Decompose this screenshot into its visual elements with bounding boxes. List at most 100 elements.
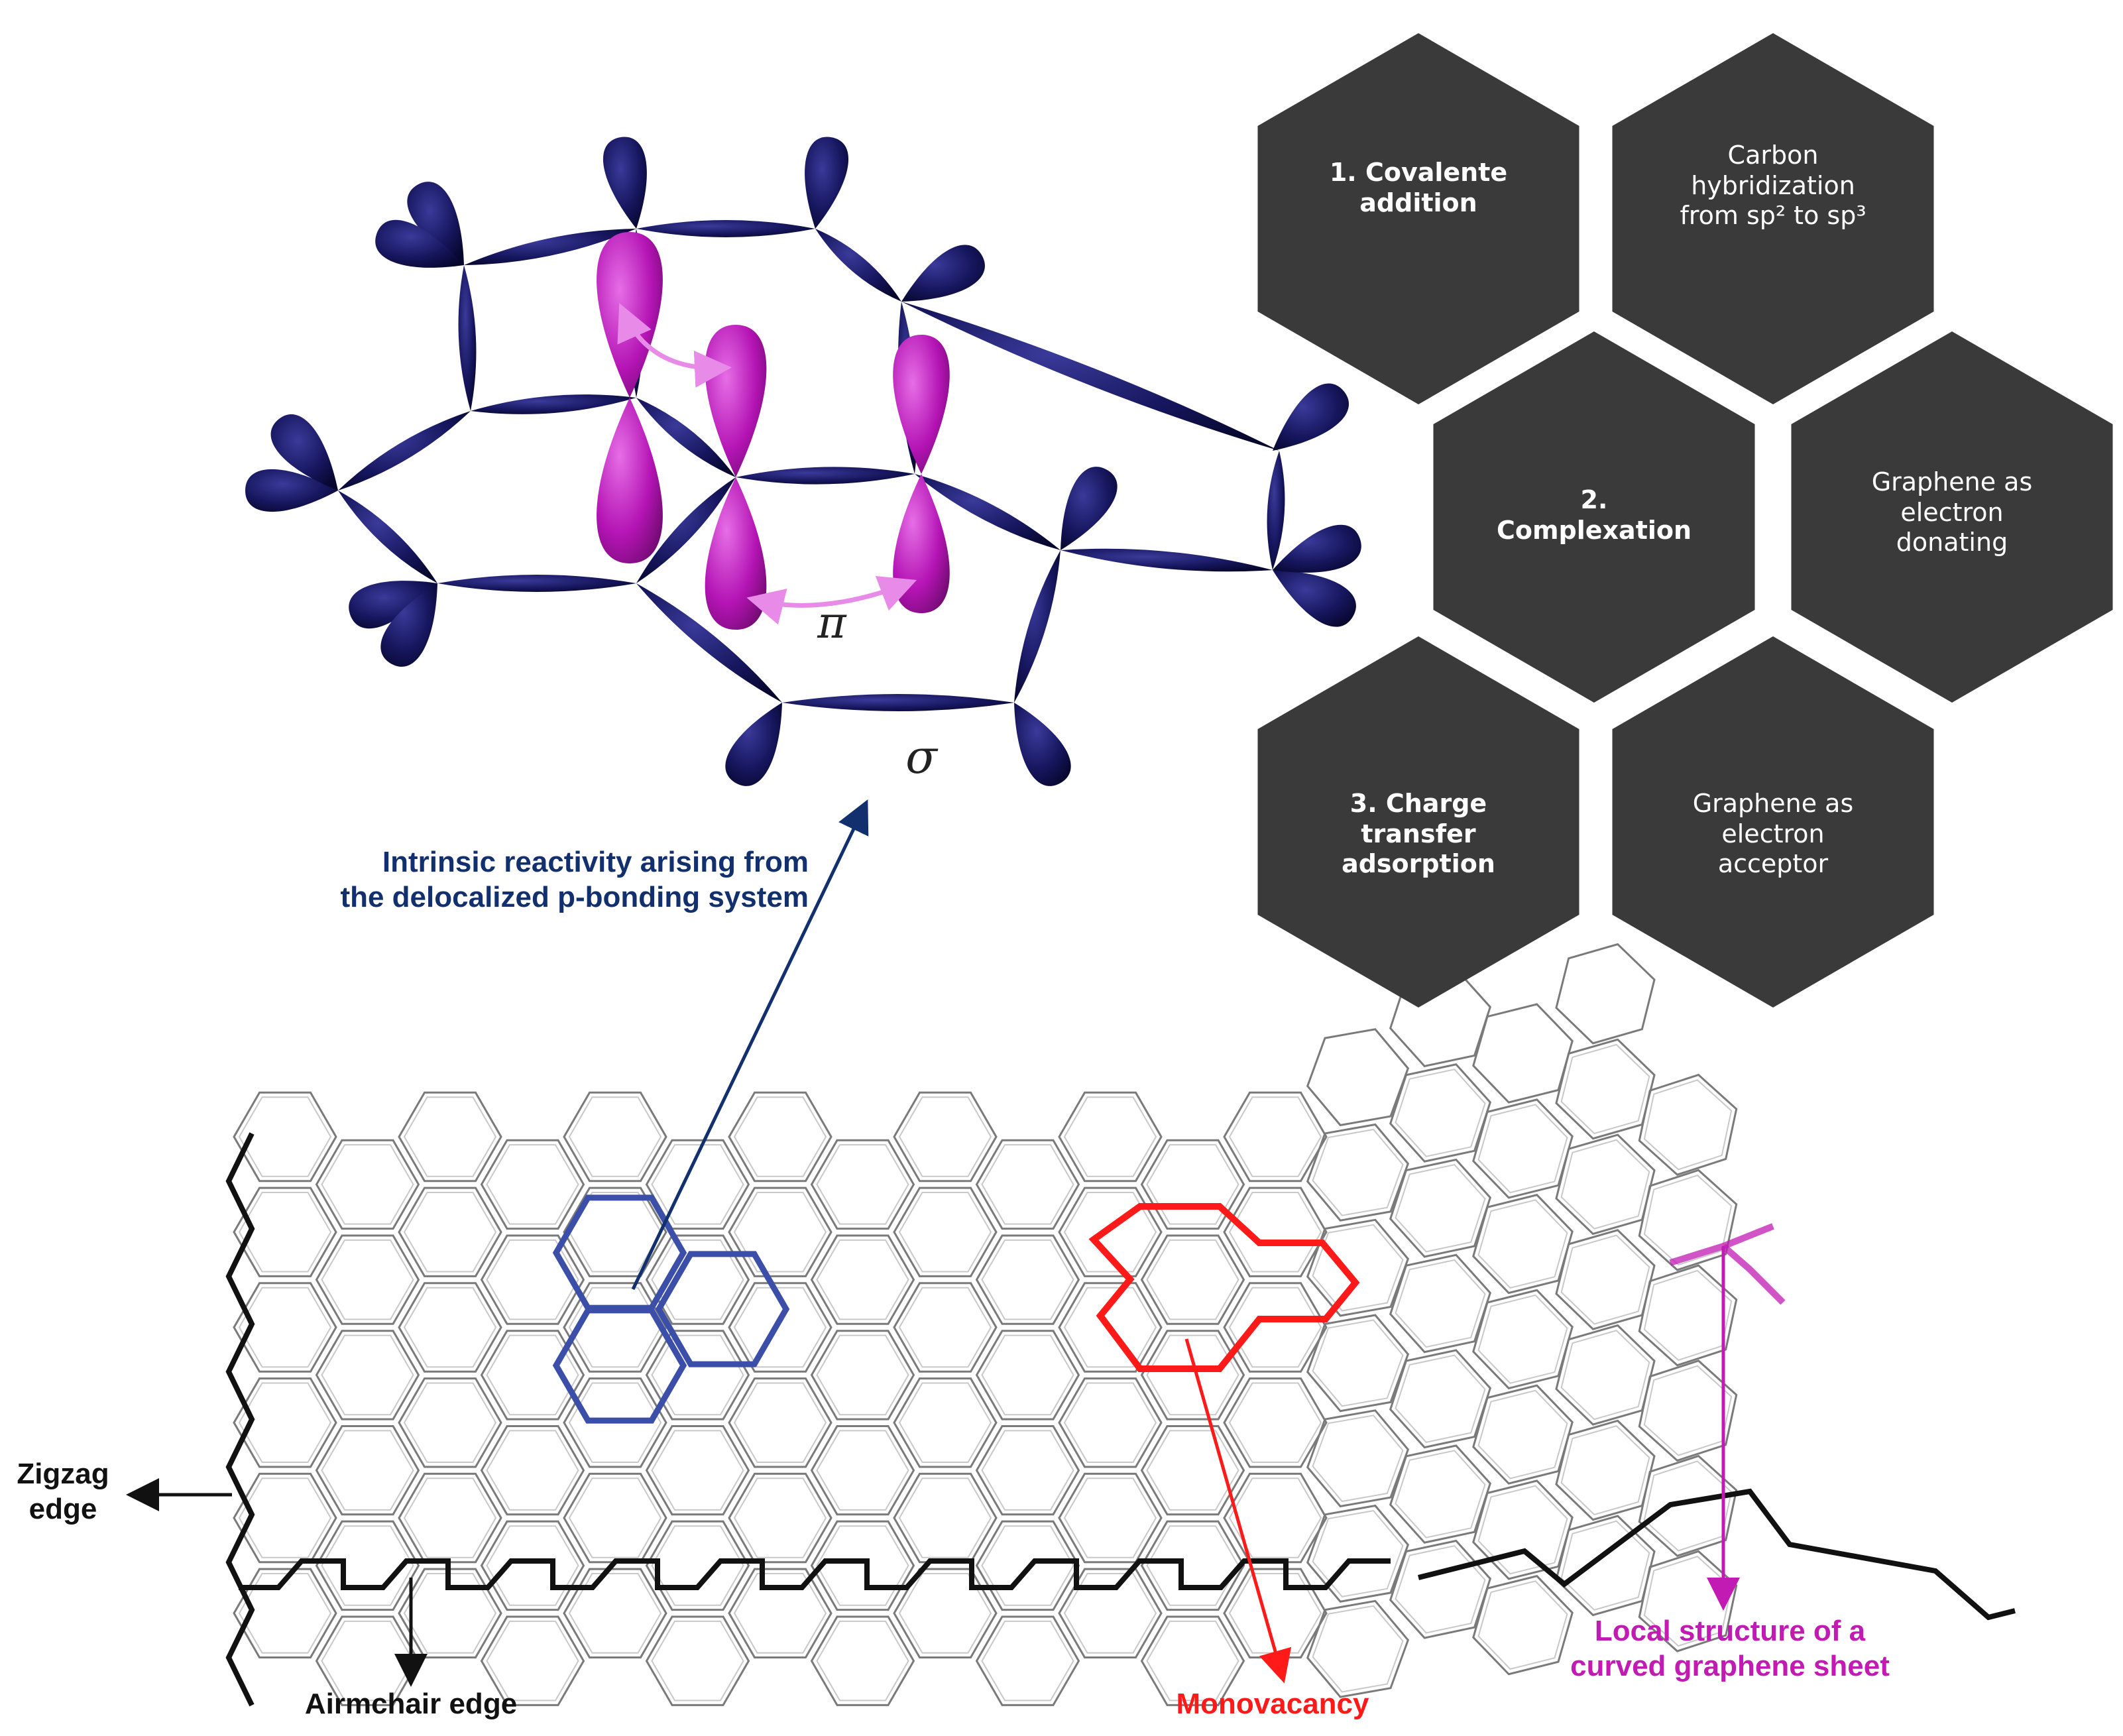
lattice-cell	[398, 1377, 502, 1468]
lattice-cell	[1472, 1003, 1574, 1104]
lattice-cell	[1058, 1186, 1163, 1277]
sigma-outer-lobe	[602, 137, 647, 229]
lattice-cell	[563, 1568, 667, 1658]
sigma-outer-lobe	[270, 414, 338, 491]
lattice-cell	[480, 1520, 585, 1611]
lattice-cell	[233, 1377, 337, 1468]
reaction-hexagons	[1257, 33, 2113, 1008]
lattice-cell	[1555, 1324, 1656, 1426]
curved-local-structure-bond	[1721, 1244, 1786, 1305]
pi-delocalization-arrow	[746, 575, 917, 625]
monovacancy-arrow	[1184, 1338, 1292, 1684]
blue-reactive-ring	[552, 1307, 687, 1424]
sigma-bond-lobe	[1014, 550, 1061, 703]
lattice-cell	[1389, 1539, 1492, 1639]
sigma-bond-lobe	[464, 229, 636, 265]
lattice-cell	[893, 1282, 998, 1373]
lattice-cell	[728, 1282, 832, 1373]
hex-charge-transfer-label: 3. Charge transfer adsorption	[1342, 789, 1495, 879]
sigma-symbol: σ	[905, 730, 937, 784]
callout-arrows	[126, 799, 1740, 1687]
lattice-cell	[728, 1472, 832, 1564]
hex-covalent-addition-label: 1. Covalente addition	[1329, 158, 1508, 217]
lattice-cell	[1223, 1091, 1328, 1183]
armchair-edge-label: Airmchair edge	[304, 1688, 518, 1720]
sigma-outer-lobe	[1273, 383, 1349, 451]
sigma-bond-lobe	[636, 220, 815, 237]
pi-orbital-lobe-upper	[597, 232, 663, 398]
lattice-cell	[1389, 1063, 1492, 1163]
hex-complexation-label: 2. Complexation	[1496, 485, 1692, 545]
curved-graphene-label: Local structure of a curved graphene she…	[1570, 1615, 1890, 1682]
monovacancy-label: Monovacancy	[1176, 1688, 1369, 1720]
pi-orbital-lobe-lower	[893, 474, 950, 613]
reaction-hexagon-h1	[1257, 33, 1579, 404]
lattice-cell	[975, 1520, 1080, 1611]
lattice-cell	[1638, 1454, 1738, 1557]
lattice-cell	[1058, 1091, 1163, 1183]
pi-orbital-lobe-lower	[597, 398, 663, 563]
lattice-cell	[1306, 1409, 1410, 1508]
sigma-outer-lobe	[1273, 524, 1361, 573]
lattice-cell	[1555, 1229, 1656, 1330]
lattice-cell	[645, 1234, 750, 1325]
sigma-outer-lobe	[805, 137, 849, 229]
reaction-hexagon-h3	[1433, 331, 1755, 703]
lattice-cell	[893, 1377, 998, 1468]
lattice-cell	[810, 1615, 915, 1706]
lattice-cell	[893, 1472, 998, 1564]
lattice-cell	[645, 1330, 750, 1420]
lattice-cell	[1140, 1139, 1245, 1230]
sigma-bond-lobe	[458, 265, 477, 411]
lattice-cell	[1389, 1253, 1492, 1354]
lattice-cell	[1306, 1504, 1410, 1603]
lattice-cell	[315, 1330, 420, 1420]
lattice-cell	[480, 1425, 585, 1516]
graphene-lattice	[225, 943, 2016, 1707]
lattice-cell	[645, 1425, 750, 1516]
sigma-outer-lobe	[901, 245, 985, 302]
armchair-edge-line	[239, 1558, 1391, 1590]
lattice-cell	[1306, 1123, 1410, 1222]
reaction-hexagon-h4	[1791, 331, 2113, 703]
lattice-cell	[480, 1330, 585, 1420]
sigma-bond-lobe	[901, 302, 1279, 451]
lattice-cell	[810, 1425, 915, 1516]
sigma-bond-lobe	[736, 467, 915, 485]
intrinsic-reactivity-label: Intrinsic reactivity arising from the de…	[340, 846, 809, 913]
lattice-cell	[233, 1282, 337, 1373]
lattice-cell	[480, 1234, 585, 1325]
lattice-cell	[810, 1330, 915, 1420]
lattice-cell	[398, 1282, 502, 1373]
lattice-cell	[975, 1234, 1080, 1325]
lattice-cell	[1555, 943, 1656, 1045]
hex-electron-donating-label: Graphene as electron donating	[1871, 467, 2033, 557]
lattice-cell	[563, 1377, 667, 1468]
pi-symbol: π	[817, 597, 846, 648]
pi-delocalization-arrow	[617, 303, 732, 388]
sigma-bond-lobe	[338, 411, 471, 491]
lattice-cell	[1140, 1520, 1245, 1611]
lattice-cell	[1140, 1615, 1245, 1706]
lattice-cell	[315, 1615, 420, 1706]
lattice-cell	[1306, 1218, 1410, 1317]
lattice-cell	[1472, 1289, 1574, 1390]
lattice-cell	[233, 1568, 337, 1658]
lattice-cell	[1058, 1472, 1163, 1564]
sigma-bond-lobe	[437, 575, 636, 592]
lattice-cell	[1306, 1314, 1410, 1413]
hex-hybridization-label: Carbon hybridization from sp² to sp³	[1680, 141, 1866, 231]
lattice-cell	[975, 1139, 1080, 1230]
lattice-cell	[233, 1186, 337, 1277]
lattice-cell	[1389, 1158, 1492, 1258]
lattice-cell	[728, 1568, 832, 1658]
sigma-bond-lobe	[815, 229, 901, 302]
lattice-cell	[645, 1615, 750, 1706]
lattice-cell	[1638, 1360, 1738, 1462]
lattice-cell	[1472, 1384, 1574, 1485]
lattice-cell	[315, 1139, 420, 1230]
lattice-cell	[1555, 1515, 1656, 1617]
lattice-cell	[233, 1091, 337, 1183]
lattice-cell	[728, 1186, 832, 1277]
